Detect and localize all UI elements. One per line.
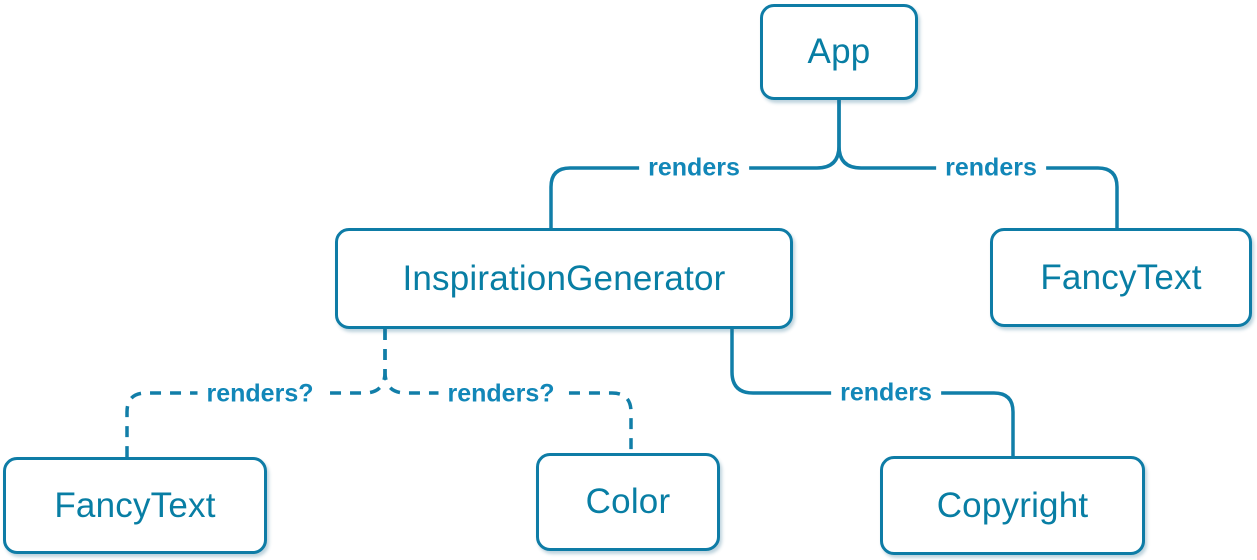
edge-inspirationgenerator-color: [383, 329, 633, 453]
node-fancytext-top: FancyText: [990, 228, 1252, 327]
node-app: App: [760, 4, 918, 100]
edge-label-inspirationgenerator-color: renders?: [438, 380, 564, 408]
edge-label-inspirationgenerator-fancytext: renders?: [197, 380, 323, 408]
edge-label-app-inspirationgenerator: renders: [639, 154, 749, 182]
node-copyright: Copyright: [880, 456, 1145, 555]
node-color: Color: [536, 453, 720, 551]
edge-label-inspirationgenerator-copyright: renders: [831, 379, 941, 407]
edge-label-app-fancytext: renders: [936, 154, 1046, 182]
node-fancytext-bottom: FancyText: [3, 457, 267, 554]
node-inspirationgenerator: InspirationGenerator: [335, 228, 793, 329]
